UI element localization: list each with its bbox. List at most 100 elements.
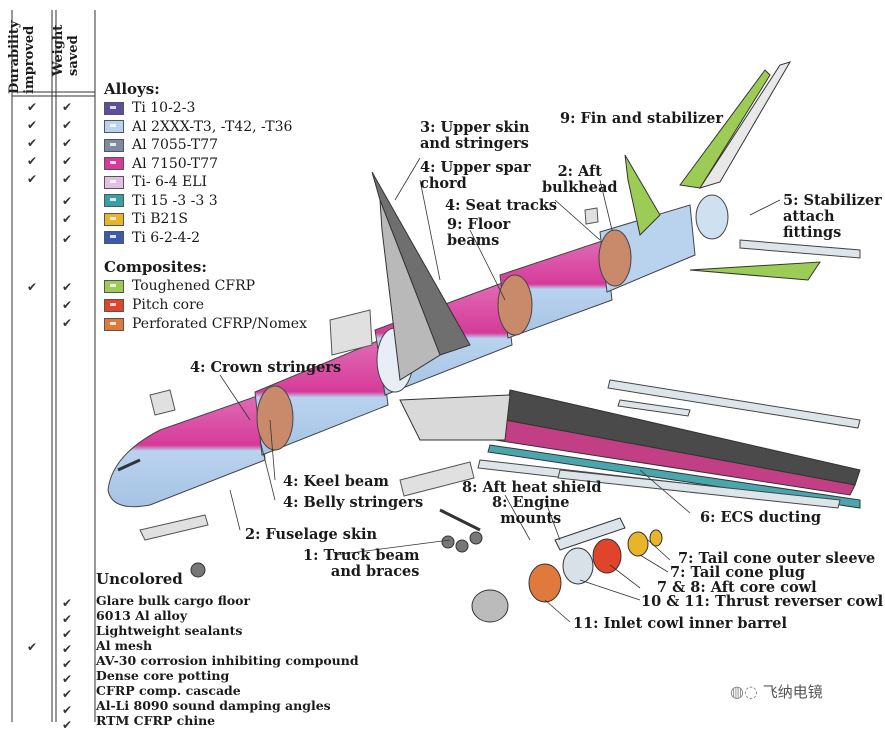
engine-components [471, 517, 663, 623]
label-truck-beam: 1: Truck beam and braces [303, 547, 420, 580]
upper-wing [371, 171, 471, 381]
uncolored-title: Uncolored [96, 570, 183, 588]
uncolored-item: AV-30 corrosion inhibiting compound [96, 653, 359, 668]
legend-swatch [104, 101, 124, 115]
label-engine-mounts: 8: Engine mounts [492, 494, 570, 527]
label-thrust-reverser: 10 & 11: Thrust reverser cowl [641, 593, 884, 610]
check-icon: ✔ [62, 687, 73, 701]
alloy-label: Ti B21S [132, 211, 188, 227]
landing-gear [190, 508, 483, 578]
label-inlet-cowl: 11: Inlet cowl inner barrel [573, 615, 787, 632]
label-tail-cone-plug: 7: Tail cone plug [670, 564, 805, 581]
uncolored-item: Lightweight sealants [96, 623, 243, 638]
leader-lines [219, 157, 781, 623]
legend-swatch [104, 212, 124, 226]
check-icon: ✔ [62, 172, 73, 186]
composites-title: Composites: [104, 258, 207, 276]
check-icon: ✔ [62, 118, 73, 132]
label-stabilizer-attach: 5: Stabilizer attach fittings [783, 192, 882, 241]
legend-swatch [104, 194, 124, 207]
wechat-icon: ◍◌ [730, 682, 758, 701]
check-icon: ✔ [27, 640, 38, 654]
fuselage-section-1 [254, 339, 389, 456]
check-icon: ✔ [62, 280, 73, 294]
check-icon: ✔ [62, 100, 73, 114]
alloy-legend-item: Ti B21S [104, 211, 188, 227]
alloy-legend-item: Ti 10-2-3 [104, 100, 195, 116]
fuselage-tail [598, 194, 729, 293]
alloy-legend-item: Al 2XXX-T3, -T42, -T36 [104, 119, 292, 135]
uncolored-item: Al-Li 8090 sound damping angles [96, 698, 331, 713]
check-icon: ✔ [62, 232, 73, 246]
check-icon: ✔ [27, 154, 38, 168]
check-icon: ✔ [27, 118, 38, 132]
label-aft-core-cowl: 7 & 8: Aft core cowl [657, 579, 817, 596]
legend-swatch [104, 231, 124, 244]
label-fin-stabilizer: 9: Fin and stabilizer [560, 110, 724, 127]
uncolored-item: Al mesh [96, 638, 153, 653]
legend-swatch [104, 120, 124, 133]
label-fuselage-skin: 2: Fuselage skin [245, 526, 378, 543]
legend-swatch [104, 138, 124, 152]
uncolored-item: RTM CFRP chine [96, 713, 216, 728]
check-icon: ✔ [27, 172, 38, 186]
label-belly-stringers: 4: Belly stringers [283, 494, 424, 511]
check-icon: ✔ [62, 672, 73, 686]
alloy-label: Al 2XXX-T3, -T42, -T36 [132, 118, 293, 135]
composite-label: Toughened CFRP [132, 278, 256, 294]
check-icon: ✔ [62, 194, 73, 208]
alloy-legend-item: Ti- 6-4 ELI [104, 174, 207, 190]
check-icon: ✔ [62, 154, 73, 168]
label-floor-beams: 9: Floor beams [447, 216, 511, 249]
check-icon: ✔ [62, 627, 73, 641]
label-aft-bulkhead: 2: Aft bulkhead [542, 163, 618, 196]
alloy-legend-item: Al 7055-T77 [104, 137, 218, 153]
legend-swatch [104, 279, 124, 293]
alloy-legend-item: Al 7150-T77 [104, 156, 218, 172]
check-icon: ✔ [62, 298, 73, 312]
horizontal-stabilizer [624, 154, 861, 281]
composite-label: Pitch core [132, 297, 205, 313]
check-icon: ✔ [62, 612, 73, 626]
floor-panels [139, 207, 599, 541]
composite-label: Perforated CFRP/Nomex [132, 316, 307, 332]
alloy-label: Ti 10-2-3 [132, 100, 196, 116]
alloy-label: Al 7150-T77 [132, 155, 219, 172]
alloys-title: Alloys: [104, 80, 160, 98]
label-crown-stringers: 4: Crown stringers [190, 359, 342, 376]
fuselage-section-3 [497, 239, 613, 339]
check-icon: ✔ [27, 100, 38, 114]
label-tail-cone-sleeve: 7: Tail cone outer sleeve [678, 550, 876, 567]
uncolored-item: CFRP comp. cascade [96, 683, 241, 698]
check-icon: ✔ [62, 703, 73, 717]
check-icon: ✔ [62, 316, 73, 330]
composite-legend-item: Pitch core [104, 297, 204, 313]
fuselage-nose [107, 394, 266, 508]
check-icon: ✔ [62, 642, 73, 656]
check-icon: ✔ [27, 280, 38, 294]
legend-swatch [104, 317, 124, 331]
uncolored-item: 6013 Al alloy [96, 608, 188, 623]
alloy-label: Ti 6-2-4-2 [132, 229, 201, 246]
alloy-legend-item: Ti 6-2-4-2 [104, 230, 200, 246]
alloy-label: Ti- 6-4 ELI [132, 174, 208, 190]
label-aft-heat-shield: 8: Aft heat shield [462, 479, 602, 496]
check-icon: ✔ [62, 657, 73, 671]
check-icon: ✔ [62, 212, 73, 226]
alloy-label: Al 7055-T77 [132, 137, 219, 153]
legend-swatch [104, 175, 124, 189]
label-upper-spar: 4: Upper spar chord [420, 159, 531, 192]
label-ecs-ducting: 6: ECS ducting [700, 509, 821, 526]
composite-legend-item: Toughened CFRP [104, 278, 255, 294]
check-icon: ✔ [62, 136, 73, 150]
alloy-label: Ti 15 -3 -3 3 [132, 192, 218, 209]
check-icon: ✔ [62, 718, 73, 732]
uncolored-item: Glare bulk cargo floor [96, 593, 251, 608]
wing-flaps [477, 379, 861, 509]
legend-swatch [104, 157, 124, 170]
legend-swatch [104, 298, 124, 312]
alloy-legend-item: Ti 15 -3 -3 3 [104, 193, 218, 209]
label-keel-beam: 4: Keel beam [283, 473, 389, 490]
